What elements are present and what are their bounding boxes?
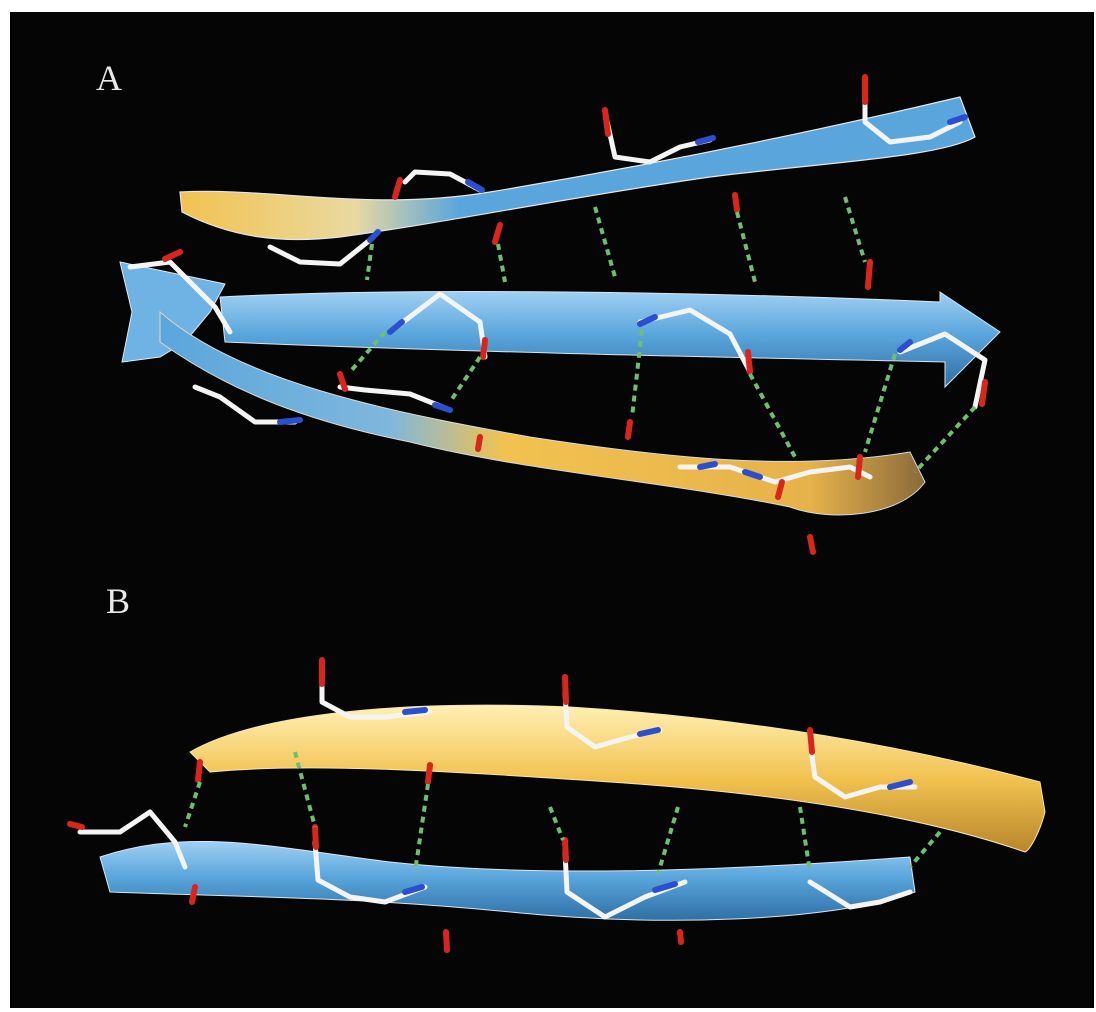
beta-sheet-rendering <box>10 12 1094 1008</box>
panel-a-label: A <box>96 57 123 99</box>
blue-strand-ribbon <box>100 841 915 920</box>
panel-a-structure <box>120 77 1000 552</box>
molecular-figure: A B <box>10 12 1094 1008</box>
panel-b-structure <box>70 660 1045 950</box>
middle-strand-ribbon <box>220 292 1000 387</box>
yellow-strand-ribbon <box>190 705 1045 852</box>
top-strand-ribbon <box>180 97 975 240</box>
panel-b-label: B <box>106 580 131 622</box>
